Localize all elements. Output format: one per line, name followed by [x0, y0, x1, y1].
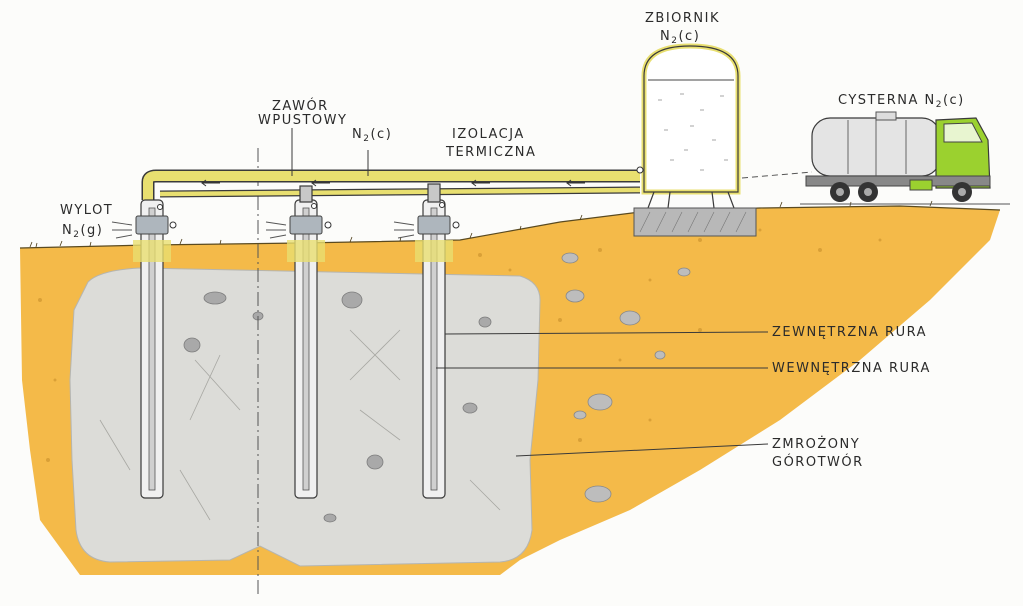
tank-label-line1: ZBIORNIK: [645, 11, 720, 26]
freeze-pipe-2: [287, 199, 325, 499]
frozen-rock-label-line2: GÓROTWÓR: [772, 454, 864, 470]
storage-tank: [633, 43, 757, 237]
valve-label-line2: WPUSTOWY: [258, 113, 347, 128]
truck-feed-line: [741, 171, 813, 179]
freeze-pipe-3: [415, 199, 453, 499]
freeze-pipe-1: [133, 199, 171, 499]
inlet-valves: [157, 202, 460, 229]
outlet-label-line1: WYLOT: [60, 203, 113, 218]
gas-outlet-puffs: [111, 221, 415, 239]
truck-label: CYSTERNA N2(c): [838, 93, 965, 110]
insulation-label-line2: TERMICZNA: [445, 145, 536, 160]
tanker-truck: [805, 111, 991, 202]
soil-texture: [38, 228, 882, 462]
inner-pipe-label: WEWNĘTRZNA RURA: [772, 361, 931, 376]
ground-surface: [19, 205, 1001, 249]
outlet-label-line2: N2(g): [62, 223, 103, 240]
tank-label-line2: N2(c): [660, 29, 700, 46]
insulation-label-line1: IZOLACJA: [452, 127, 525, 142]
pipe-medium-label: N2(c): [352, 127, 392, 144]
valve-label-line1: ZAWÓR: [272, 98, 329, 114]
flow-arrows: [201, 179, 585, 187]
soil-stones: [561, 252, 691, 503]
outer-pipe-label: ZEWNĘTRZNA RURA: [772, 325, 927, 340]
frozen-texture: [99, 329, 501, 521]
well-connectors: [299, 183, 441, 203]
frozen-rock-label-line1: ZMROŻONY: [772, 436, 860, 452]
